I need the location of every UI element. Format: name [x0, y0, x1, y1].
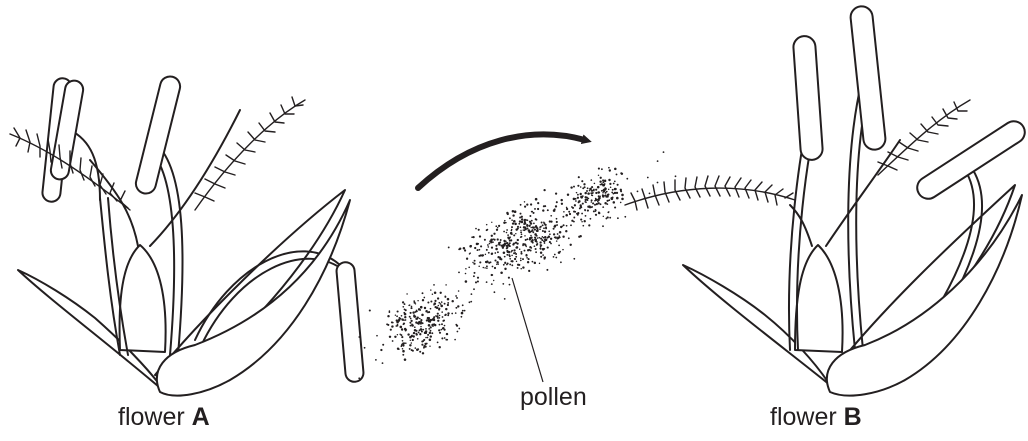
flower-a-ovary — [120, 245, 166, 352]
flower-a-label-word: flower — [118, 403, 185, 431]
pollen-leader-line — [512, 278, 543, 382]
flower-b-anther-1 — [793, 35, 824, 160]
flower-a — [18, 74, 364, 395]
flower-a-label-letter: A — [192, 403, 210, 431]
flower-b-style-right — [826, 140, 900, 246]
flower-a-stigma-right — [195, 100, 305, 210]
flower-b-anther-2 — [850, 5, 887, 151]
flower-b-label-word: flower — [770, 403, 837, 431]
flower-a-anther-3 — [336, 261, 364, 382]
flower-a-label: flower A — [118, 403, 210, 432]
flower-b-label-letter: B — [844, 403, 862, 431]
flower-b-ovary — [795, 245, 843, 352]
transfer-arrow — [418, 134, 585, 188]
pollen-cloud — [358, 151, 676, 379]
flower-b-label: flower B — [770, 403, 862, 432]
pollen-label: pollen — [520, 383, 587, 412]
flower-b — [683, 5, 1028, 395]
